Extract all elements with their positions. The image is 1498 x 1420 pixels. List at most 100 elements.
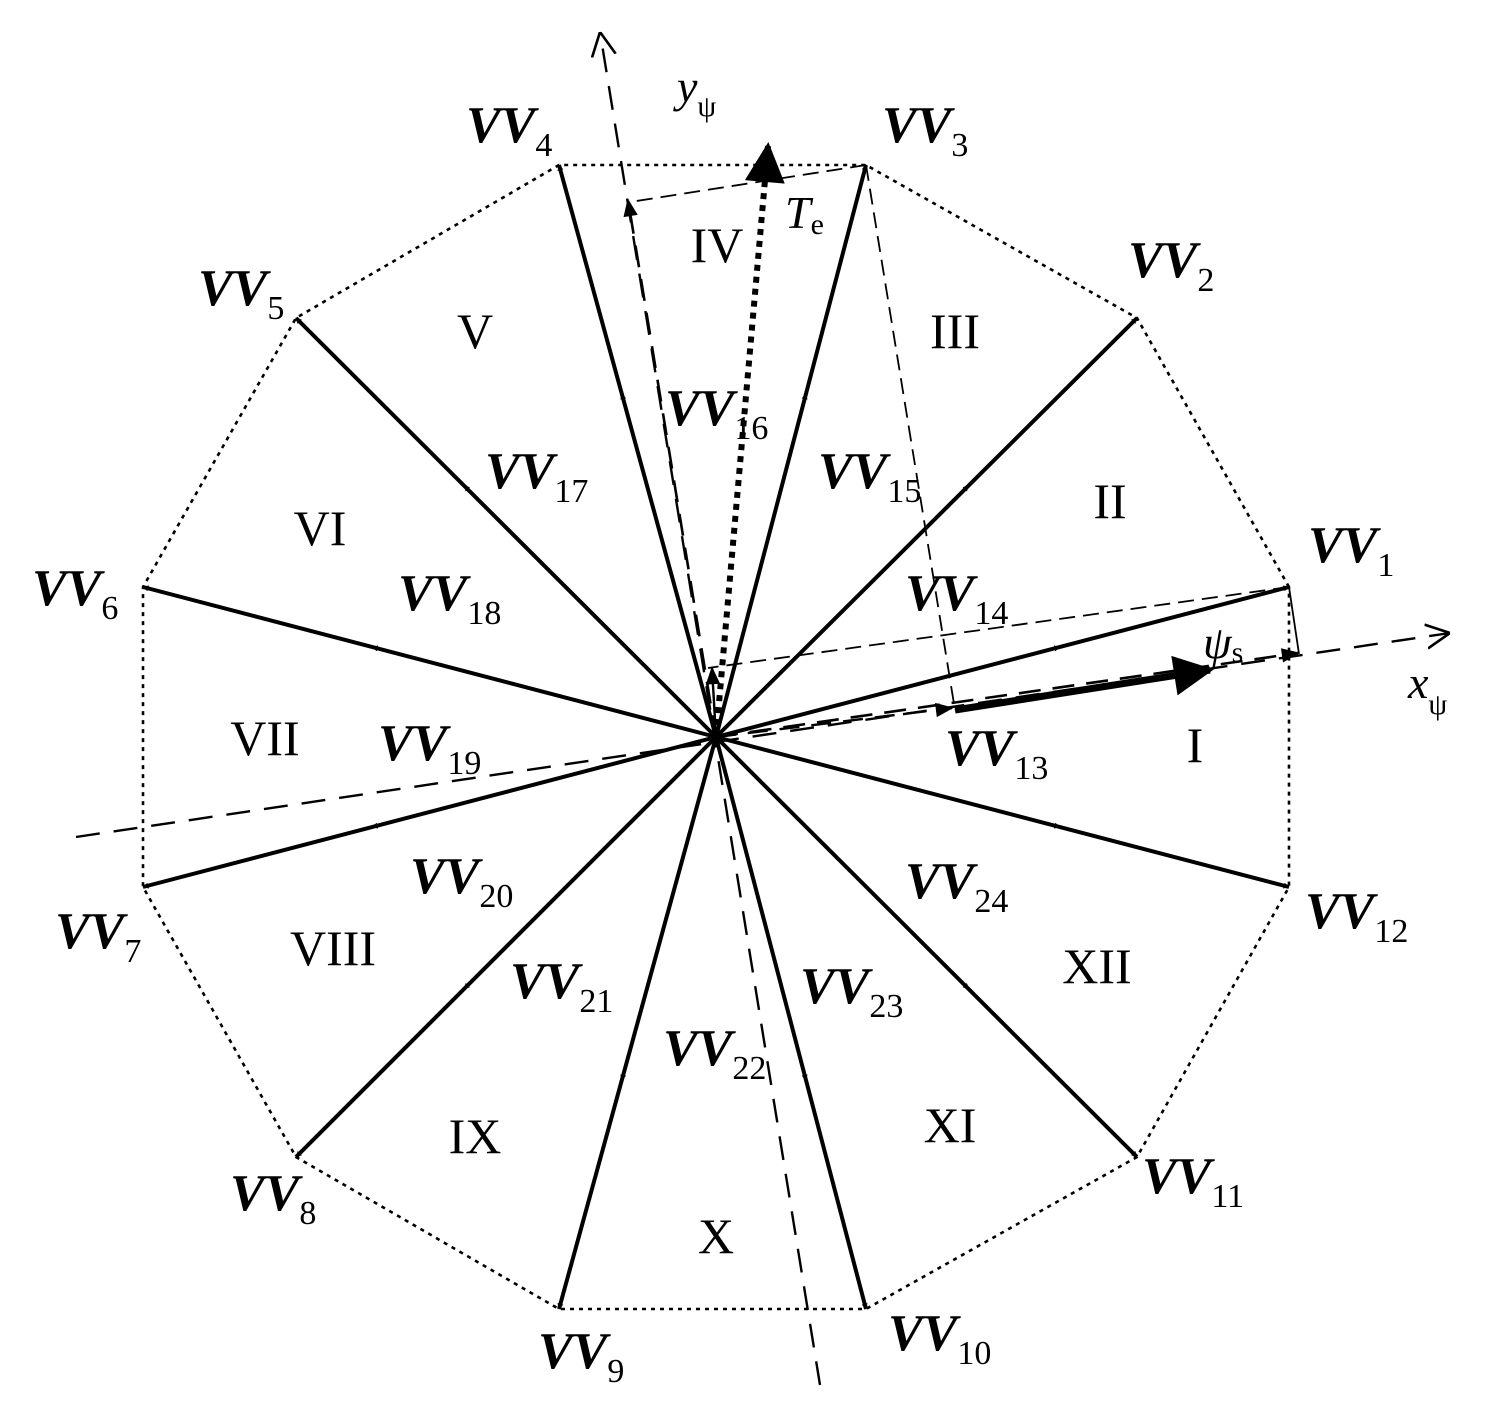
label-vv4-subscript: 4 [535, 127, 552, 164]
label-vv6-symbol: VV [32, 560, 106, 617]
vector-vv3 [714, 164, 868, 738]
label-vv2-subscript: 2 [1197, 262, 1214, 299]
vector-vv13-arrowhead [1030, 645, 1061, 656]
y-axis-label: yψ [673, 61, 716, 123]
label-vv24-symbol: VV [905, 853, 979, 910]
sector-6: VI [294, 500, 347, 556]
label-vv18-symbol: VV [398, 565, 472, 622]
torque-label-symbol: T [785, 187, 814, 238]
label-vv1: VV1 [1308, 517, 1394, 584]
label-vv10-symbol: VV [888, 1305, 962, 1362]
label-vv14: VV14 [905, 565, 1008, 632]
vector-vv23-arrowhead [946, 966, 970, 991]
label-vv19-symbol: VV [378, 715, 452, 772]
vector-vv18-arrowhead [371, 645, 402, 656]
label-vv14-subscript: 14 [974, 595, 1008, 632]
x-axis-line [75, 633, 1450, 839]
label-vv8: VV8 [230, 1165, 316, 1232]
label-vv9-subscript: 9 [607, 1353, 624, 1390]
vector-vv16-arrowhead [620, 393, 632, 423]
vv13-projection-arrow [715, 702, 954, 739]
sector-4: IV [691, 217, 744, 273]
label-vv20: VV20 [410, 848, 513, 915]
vector-vv19-arrowhead [371, 818, 402, 829]
sector-3: III [930, 303, 980, 359]
label-vv11-subscript: 11 [1211, 1178, 1244, 1215]
label-vv23-symbol: VV [800, 958, 874, 1015]
x-axis-label-symbol: x [1407, 657, 1429, 708]
label-vv7-subscript: 7 [124, 933, 141, 970]
label-vv12-subscript: 12 [1374, 913, 1408, 950]
label-vv16-symbol: VV [665, 380, 739, 437]
stator-flux-label-subscript: s [1232, 636, 1244, 669]
label-vv9: VV9 [538, 1323, 624, 1390]
label-vv20-subscript: 20 [479, 878, 513, 915]
vector-vv20-arrowhead [462, 966, 487, 991]
label-vv21: VV21 [510, 953, 613, 1020]
label-vv18-subscript: 18 [467, 595, 501, 632]
label-vv4-symbol: VV [466, 97, 540, 154]
sector-11: XI [924, 1097, 977, 1153]
vector-vv10 [714, 736, 868, 1310]
label-vv11: VV11 [1142, 1148, 1244, 1215]
vector-vv11 [714, 735, 1139, 1159]
label-vv2: VV2 [1128, 232, 1214, 299]
vector-vv2 [714, 316, 1139, 739]
torque-label: Te [785, 187, 824, 241]
label-vv6: VV6 [32, 560, 118, 627]
label-vv3-symbol: VV [882, 97, 956, 154]
stator-flux-arrow [954, 655, 1214, 714]
y-axis-label-symbol: y [673, 61, 698, 112]
label-vv20-symbol: VV [410, 848, 484, 905]
label-vv24: VV24 [905, 853, 1008, 920]
x-axis-label: xψ [1407, 657, 1447, 721]
torque-label-subscript: e [811, 208, 824, 241]
projection-line [629, 164, 867, 203]
label-vv22-symbol: VV [663, 1020, 737, 1077]
vector-vv14-arrowhead [946, 484, 970, 508]
label-vv21-symbol: VV [510, 953, 584, 1010]
label-vv13-symbol: VV [945, 720, 1019, 777]
label-vv14-symbol: VV [905, 565, 979, 622]
label-vv10-subscript: 10 [957, 1335, 991, 1372]
label-vv22-subscript: 22 [732, 1050, 766, 1087]
label-vv24-subscript: 24 [974, 883, 1008, 920]
label-vv12: VV12 [1305, 883, 1408, 950]
vector-vv22-arrowhead [797, 1051, 808, 1081]
vector-vv24-arrowhead [1030, 818, 1061, 829]
label-vv17-symbol: VV [485, 443, 559, 500]
sector-9: IX [449, 1108, 502, 1164]
label-vv11-symbol: VV [1142, 1148, 1216, 1205]
label-vv18: VV18 [398, 565, 501, 632]
vector-vv6 [142, 585, 717, 739]
vector-vv5 [294, 316, 718, 739]
torque-arrow [713, 142, 785, 738]
label-vv5-subscript: 5 [267, 290, 284, 327]
small-component-arrow [705, 666, 721, 738]
vector-vv8 [294, 735, 718, 1159]
vector-vv15-arrowhead [797, 393, 808, 423]
sector-7: VII [230, 710, 299, 766]
sector-12: XII [1062, 938, 1131, 994]
y-component-arrow [623, 198, 718, 738]
label-vv1-symbol: VV [1308, 517, 1382, 574]
label-vv9-symbol: VV [538, 1323, 612, 1380]
sector-1: I [1187, 717, 1204, 773]
label-vv23: VV23 [800, 958, 903, 1025]
vector-vv4 [557, 164, 718, 738]
stator-flux-label-symbol: ψ [1203, 617, 1233, 668]
projection-line [865, 164, 956, 711]
label-vv7: VV7 [55, 903, 141, 970]
sector-5: V [457, 303, 493, 359]
label-vv12-symbol: VV [1305, 883, 1379, 940]
label-vv22: VV22 [663, 1020, 766, 1087]
sector-2: II [1093, 473, 1126, 529]
label-vv15-symbol: VV [818, 443, 892, 500]
vector-vv17-arrowhead [462, 484, 487, 508]
label-vv23-subscript: 23 [869, 988, 903, 1025]
label-vv5-symbol: VV [198, 260, 272, 317]
label-vv16-subscript: 16 [734, 410, 768, 447]
x-axis-label-subscript: ψ [1428, 688, 1447, 721]
